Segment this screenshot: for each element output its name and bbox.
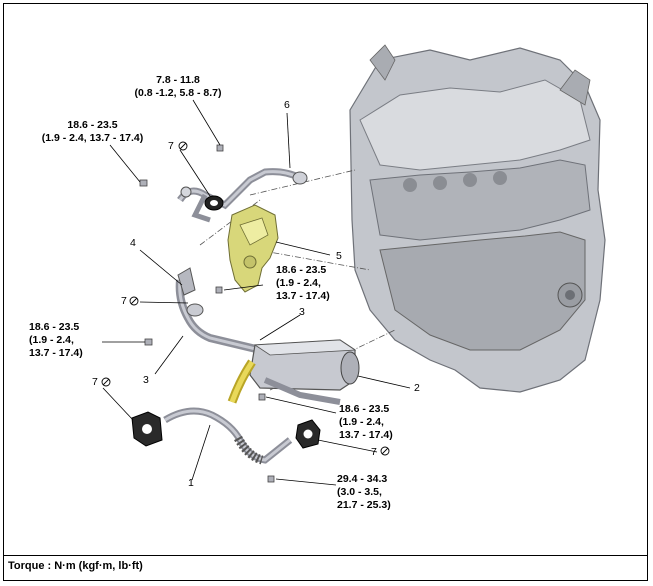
part-number-3: 3 bbox=[299, 306, 305, 318]
torque-value: 18.6 - 23.5 bbox=[29, 321, 80, 333]
torque-value: 7.8 - 11.8 bbox=[156, 74, 200, 86]
replace-symbols bbox=[101, 141, 390, 456]
torque-conversion: (1.9 - 2.4, bbox=[276, 277, 321, 289]
torque-conversion: 13.7 - 17.4) bbox=[339, 429, 393, 441]
part-number-7: 7 bbox=[168, 140, 174, 152]
bolt-icon bbox=[215, 286, 223, 294]
part-number-2: 2 bbox=[414, 382, 420, 394]
part-number-5: 5 bbox=[336, 250, 342, 262]
leader-lines bbox=[102, 99, 411, 486]
engine-block-illustration bbox=[349, 44, 606, 393]
torque-value: 18.6 - 23.5 bbox=[339, 403, 390, 415]
part-number-7: 7 bbox=[371, 446, 377, 458]
torque-label-bottom: 29.4 - 34.3 (3.0 - 3.5, 21.7 - 25.3) bbox=[337, 473, 391, 512]
torque-label-top: 7.8 - 11.8 (0.8 -1.2, 5.8 - 8.7) bbox=[124, 74, 232, 100]
gasket-lower-left bbox=[131, 411, 163, 447]
coolant-hose bbox=[227, 359, 256, 404]
egr-pipe-upper bbox=[177, 168, 308, 223]
bolt-icon bbox=[144, 338, 153, 346]
torque-conversion: (1.9 - 2.4, 13.7 - 17.4) bbox=[41, 132, 144, 144]
part-number-4: 4 bbox=[130, 237, 136, 249]
part-number-7: 7 bbox=[121, 295, 127, 307]
bolt-icon bbox=[267, 475, 275, 483]
torque-conversion: 13.7 - 17.4) bbox=[276, 290, 330, 302]
torque-conversion: 21.7 - 25.3) bbox=[337, 499, 391, 511]
egr-pipe-4 bbox=[175, 267, 261, 354]
torque-label-left-mid: 18.6 - 23.5 (1.9 - 2.4, 13.7 - 17.4) bbox=[29, 321, 83, 360]
torque-value: 18.6 - 23.5 bbox=[276, 264, 327, 276]
part-number-6: 6 bbox=[284, 99, 290, 111]
bolt-icon bbox=[258, 393, 266, 401]
bolts bbox=[139, 144, 275, 483]
torque-value: 29.4 - 34.3 bbox=[337, 473, 388, 485]
torque-unit-legend: Torque : N·m (kgf·m, lb·ft) bbox=[8, 560, 143, 572]
torque-value: 18.6 - 23.5 bbox=[67, 119, 118, 131]
torque-conversion: 13.7 - 17.4) bbox=[29, 347, 83, 359]
egr-pipe-lower bbox=[163, 407, 293, 465]
gasket-upper bbox=[204, 195, 224, 211]
torque-label-right: 18.6 - 23.5 (1.9 - 2.4, 13.7 - 17.4) bbox=[339, 403, 393, 442]
egr-valve bbox=[227, 204, 279, 293]
part-number-3: 3 bbox=[143, 374, 149, 386]
footer-divider bbox=[3, 555, 648, 556]
do-not-reuse-icon bbox=[101, 377, 111, 387]
gasket-lower-right bbox=[295, 419, 321, 449]
do-not-reuse-icon bbox=[380, 446, 390, 456]
egr-cooler bbox=[249, 339, 360, 405]
torque-conversion: (1.9 - 2.4, bbox=[339, 416, 384, 428]
do-not-reuse-icon bbox=[129, 296, 139, 306]
bolt-icon bbox=[216, 144, 224, 152]
torque-conversion: (0.8 -1.2, 5.8 - 8.7) bbox=[134, 87, 222, 99]
torque-label-left-upper: 18.6 - 23.5 (1.9 - 2.4, 13.7 - 17.4) bbox=[30, 119, 155, 145]
torque-conversion: (3.0 - 3.5, bbox=[337, 486, 382, 498]
part-number-7: 7 bbox=[92, 376, 98, 388]
torque-conversion: (1.9 - 2.4, bbox=[29, 334, 74, 346]
bolt-icon bbox=[139, 179, 148, 187]
torque-label-mid: 18.6 - 23.5 (1.9 - 2.4, 13.7 - 17.4) bbox=[276, 264, 330, 303]
do-not-reuse-icon bbox=[178, 141, 188, 151]
part-number-1: 1 bbox=[188, 477, 194, 489]
